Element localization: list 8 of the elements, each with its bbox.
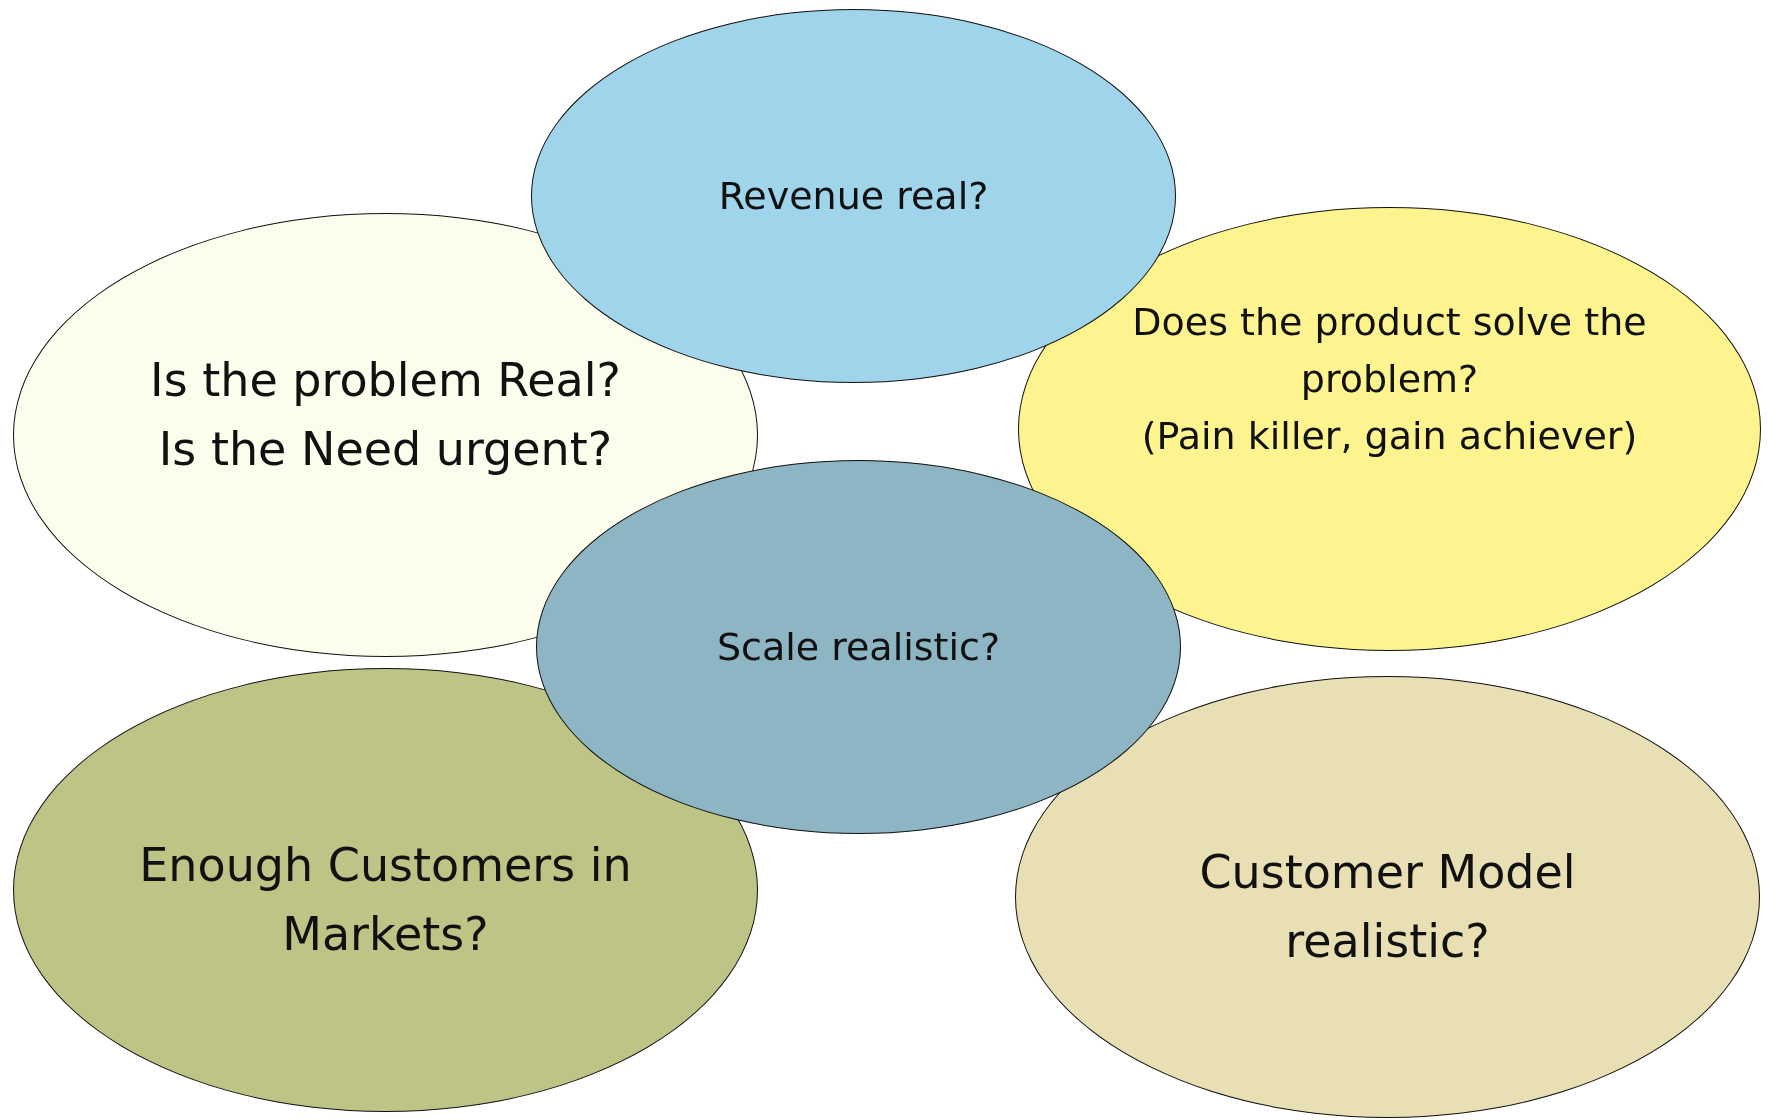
question-text: Enough Customers in Markets? (138, 837, 633, 963)
question-text: Scale realistic? (716, 623, 1001, 671)
question-text: (Pain killer, gain achiever) (1141, 412, 1638, 460)
question-text: Does the product solve the problem? (1131, 298, 1648, 403)
question-text: Revenue real? (718, 172, 989, 220)
question-text: Is the problem Real? (150, 352, 621, 409)
question-text: Is the Need urgent? (158, 421, 613, 478)
question-text: Customer Model realistic? (1198, 844, 1577, 970)
